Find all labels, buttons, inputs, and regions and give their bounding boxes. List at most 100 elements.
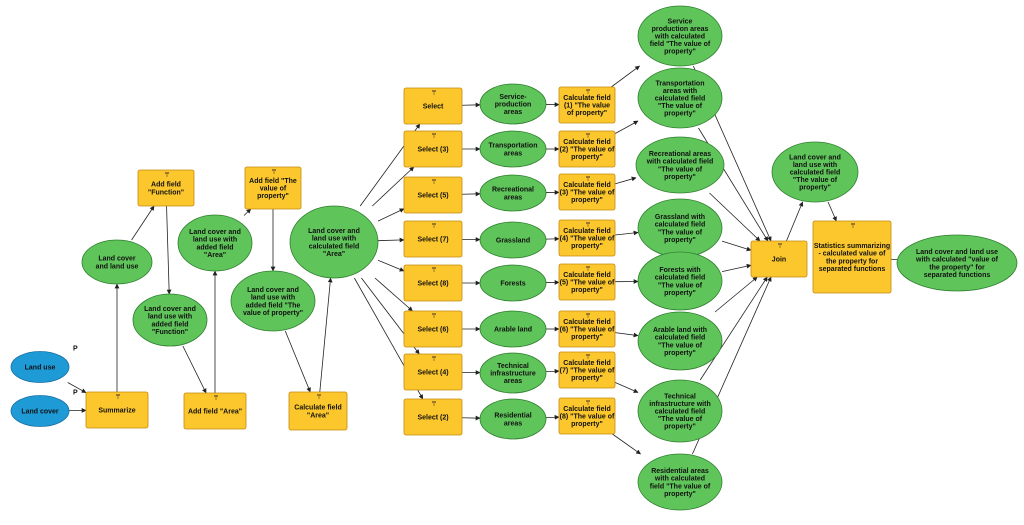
edge-r-grass-to-join xyxy=(721,240,752,252)
tool-node-sel-1[interactable]: Select xyxy=(403,87,463,125)
node-label-line: Land use xyxy=(25,365,56,372)
data-ellipse xyxy=(289,205,379,279)
edge-lcu-calc-area-to-sel-7 xyxy=(377,237,405,243)
node-label-line: "Area" xyxy=(323,251,345,258)
tool-node-sel-5[interactable]: Select (5) xyxy=(403,176,463,214)
tool-node-c4[interactable]: Calculate field(4) "The value ofproperty… xyxy=(558,219,616,257)
tool-node-join[interactable]: Join xyxy=(750,240,808,278)
node-label-line: calculated field xyxy=(655,96,706,103)
tool-node-sel-4[interactable]: Select (4) xyxy=(403,353,463,391)
node-label-line: areas xyxy=(504,150,522,157)
tool-node-c8[interactable]: Calculate field(8) "The value ofproperty… xyxy=(558,397,616,435)
data-ellipse xyxy=(637,311,723,371)
tool-box xyxy=(403,353,463,391)
tool-node-c2[interactable]: Calculate field(2) "The value ofproperty… xyxy=(558,130,616,168)
tool-box xyxy=(403,264,463,302)
tool-node-summarize[interactable]: Summarize xyxy=(85,391,149,429)
tool-node-add-function[interactable]: Add field"Function" xyxy=(137,169,195,207)
node-label-line: Land cover and xyxy=(189,229,241,236)
tool-node-c5[interactable]: Calculate field(5) "The value ofproperty… xyxy=(558,263,616,301)
node-label-line: (5) "The value of xyxy=(560,280,615,287)
node-label-line: Calculate field xyxy=(563,319,610,326)
node-label-line: the property" for xyxy=(929,264,985,271)
node-label-line: property" xyxy=(664,424,696,431)
edge-lcu-function-to-add-area xyxy=(182,345,207,394)
data-node-a-arable[interactable]: Arable land xyxy=(479,310,547,348)
edge-calc-area-to-lcu-calc-area xyxy=(319,277,333,393)
node-label-line: Join xyxy=(772,257,786,264)
edge-a-resid-to-c8 xyxy=(545,414,560,420)
node-label-line: field "The value of xyxy=(650,41,711,48)
tool-node-stats[interactable]: Statistics summarizing- calculated value… xyxy=(812,220,892,294)
data-ellipse xyxy=(637,67,723,129)
tool-icon xyxy=(586,176,590,181)
node-label-line: separated functions xyxy=(924,272,991,279)
node-label-line: Transportation xyxy=(655,80,704,87)
node-label-line: property" xyxy=(664,174,696,181)
tool-box xyxy=(558,130,616,168)
node-label-line: calculated field xyxy=(655,222,706,229)
node-label-line: "Function" xyxy=(148,189,184,196)
node-label-line: Add field xyxy=(151,182,181,189)
node-label-line: "Area" xyxy=(307,412,329,419)
node-label-line: land use with xyxy=(148,314,192,321)
node-label-line: land use with xyxy=(251,295,295,302)
data-node-a-forest[interactable]: Forests xyxy=(479,264,547,302)
edge-lcu-calc-area-to-sel-8 xyxy=(377,259,405,272)
data-ellipse xyxy=(635,136,725,194)
node-label-line: Arable land xyxy=(494,327,532,334)
node-label-line: Land cover and xyxy=(308,228,360,235)
tool-node-sel-6[interactable]: Select (6) xyxy=(403,310,463,348)
tool-box xyxy=(403,310,463,348)
tool-node-sel-8[interactable]: Select (8) xyxy=(403,264,463,302)
node-label-line: (6) "The value of xyxy=(560,327,615,334)
node-label-line: property" xyxy=(571,154,603,161)
tool-icon xyxy=(851,223,855,228)
node-label-line: (7) "The value of xyxy=(560,368,615,375)
node-label-line: Technical xyxy=(497,363,529,370)
tool-node-sel-7[interactable]: Select (7) xyxy=(403,220,463,258)
node-label-line: with calculated xyxy=(654,34,705,41)
tool-node-calc-area[interactable]: Calculate field"Area" xyxy=(288,391,348,431)
node-label-line: Recreational xyxy=(492,187,534,194)
node-label-line: (4) "The value of xyxy=(560,236,615,243)
tool-node-c7[interactable]: Calculate field(7) "The value ofproperty… xyxy=(558,351,616,389)
node-label-line: the property for xyxy=(826,258,878,265)
tool-node-sel-3[interactable]: Select (3) xyxy=(403,130,463,168)
tool-node-add-area[interactable]: Add field "Area" xyxy=(183,392,247,430)
tool-box xyxy=(558,351,616,389)
tool-node-c6[interactable]: Calculate field(6) "The value ofproperty… xyxy=(558,310,616,348)
node-label-line: land use with xyxy=(193,237,237,244)
data-node-a-grass[interactable]: Grassland xyxy=(479,221,547,259)
node-label-line: "The value of xyxy=(658,103,703,110)
tool-node-c3[interactable]: Calculate field(3) "The value ofproperty… xyxy=(558,173,616,211)
node-label-line: Calculate field xyxy=(563,95,610,102)
tool-node-sel-2[interactable]: Select (2) xyxy=(403,398,463,436)
node-label-line: infrastructure with xyxy=(649,401,710,408)
